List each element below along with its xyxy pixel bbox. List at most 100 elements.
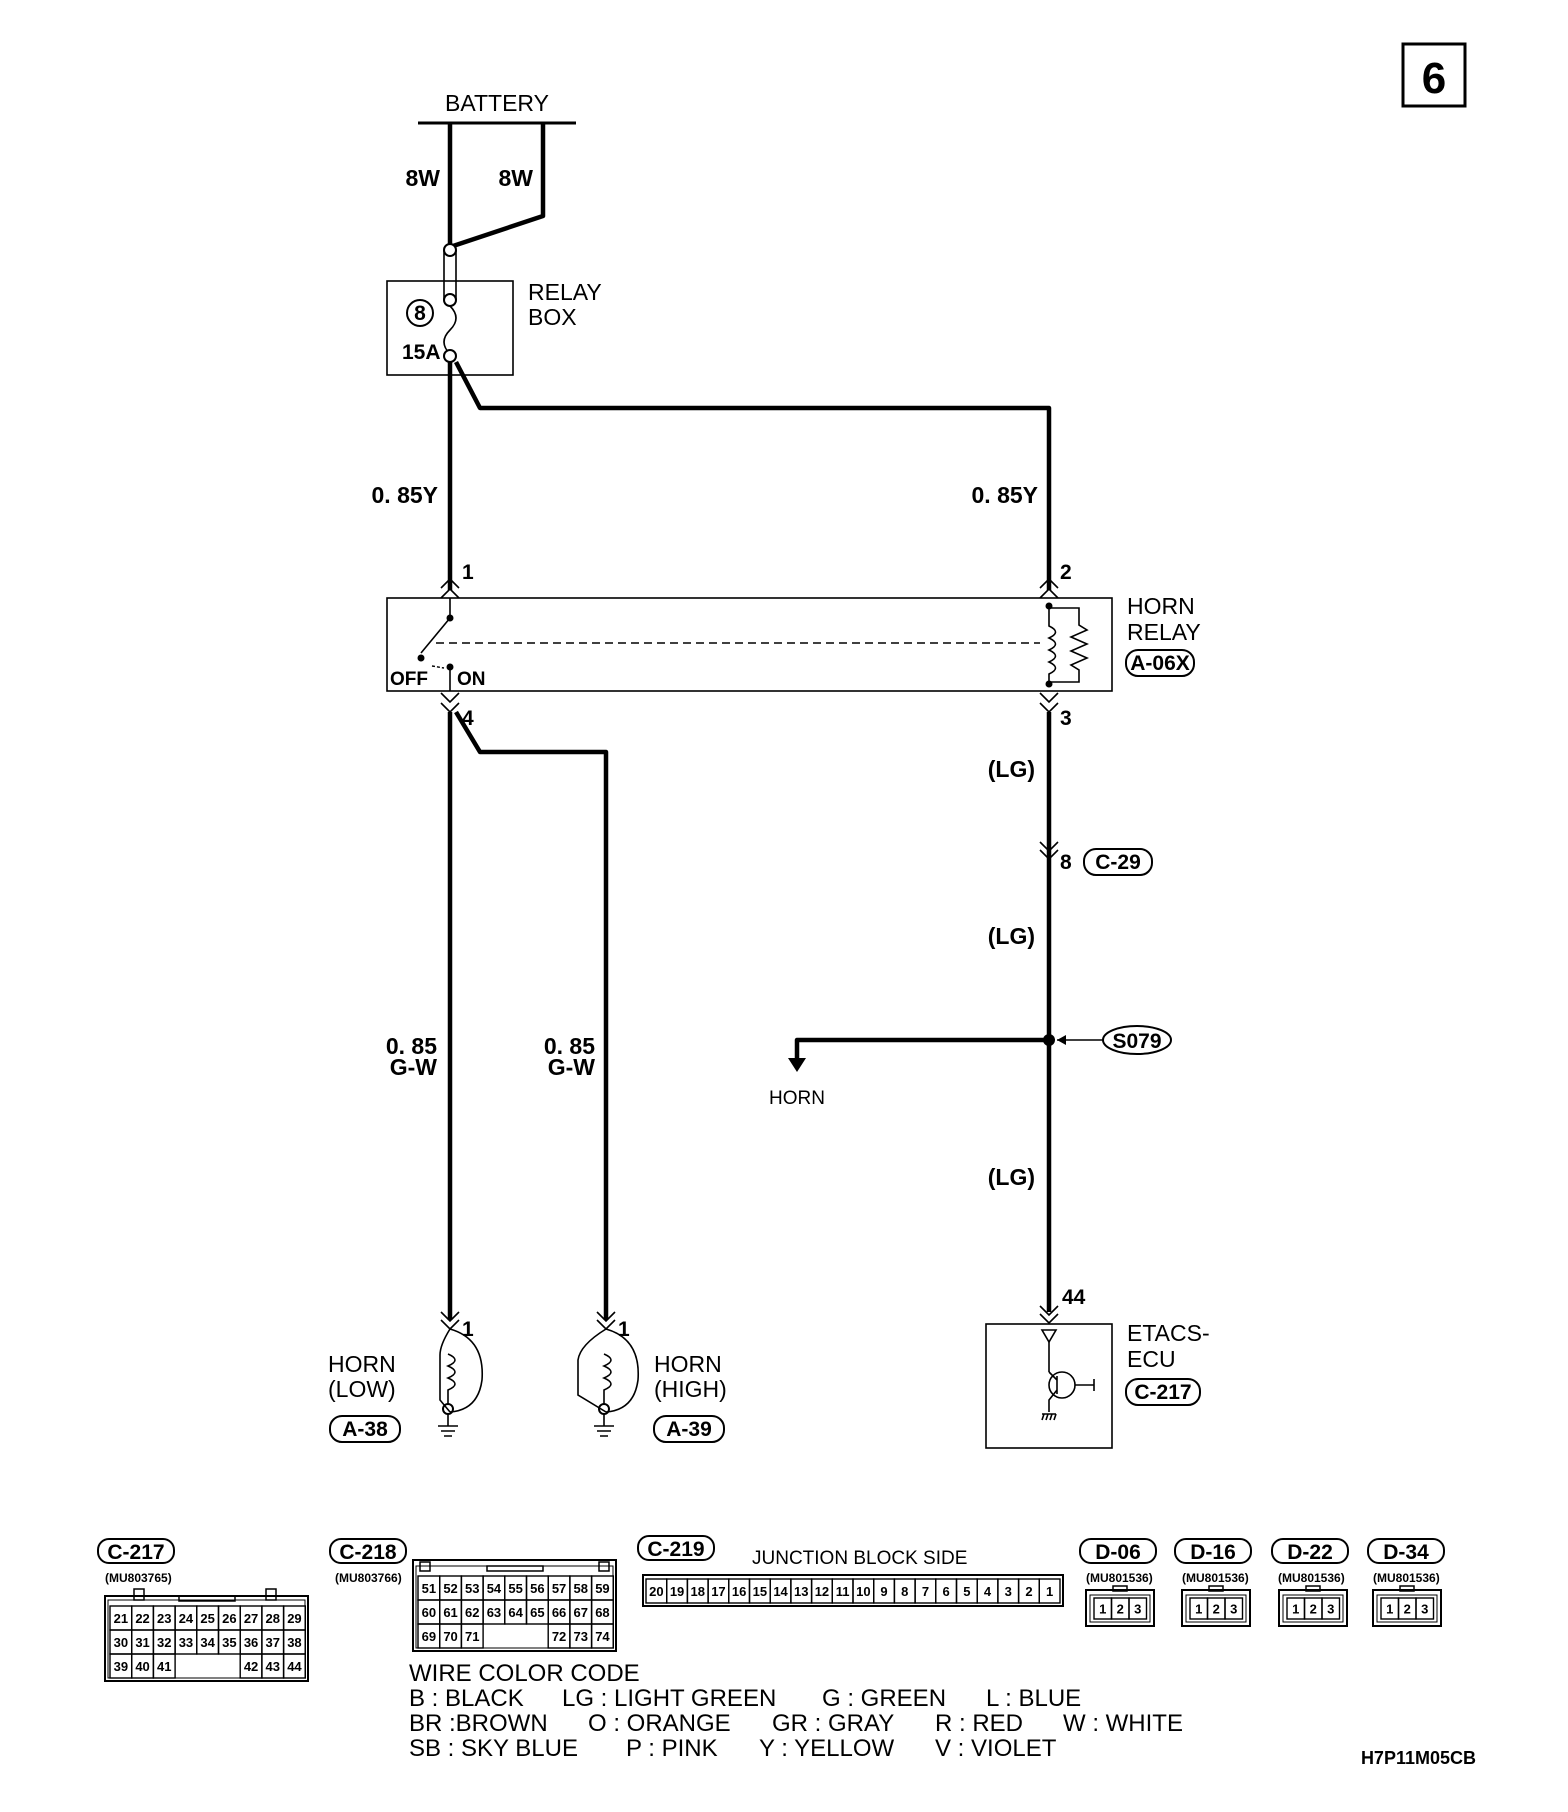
svg-text:58: 58 <box>574 1581 588 1596</box>
svg-text:60: 60 <box>422 1605 436 1620</box>
svg-text:1: 1 <box>1099 1602 1106 1617</box>
wire-8w-left-label: 8W <box>406 165 441 191</box>
svg-text:32: 32 <box>157 1635 171 1650</box>
horn-high-label-2: (HIGH) <box>654 1376 727 1402</box>
svg-text:15: 15 <box>753 1584 767 1599</box>
d22-cell-3: 3 <box>1321 1597 1341 1620</box>
page-number: 6 <box>1401 42 1467 108</box>
svg-text:26: 26 <box>222 1611 236 1626</box>
svg-text:20: 20 <box>649 1584 663 1599</box>
svg-text:11: 11 <box>836 1584 850 1599</box>
horn-relay-label-1: HORN <box>1127 593 1195 619</box>
d34-id: D-34 <box>1383 1541 1429 1564</box>
svg-text:70: 70 <box>443 1629 457 1644</box>
d16-id: D-16 <box>1190 1541 1236 1564</box>
svg-text:55: 55 <box>508 1581 522 1596</box>
fuse-number-circle <box>406 299 434 327</box>
svg-text:17: 17 <box>711 1584 725 1599</box>
relay-pin-1: 1 <box>462 561 474 584</box>
legend-g: G : GREEN <box>822 1685 946 1712</box>
d34-cell-3: 3 <box>1415 1597 1435 1620</box>
svg-text:72: 72 <box>552 1629 566 1644</box>
svg-text:65: 65 <box>530 1605 544 1620</box>
svg-text:36: 36 <box>244 1635 258 1650</box>
svg-text:5: 5 <box>963 1584 970 1599</box>
svg-text:18: 18 <box>691 1584 705 1599</box>
splice-label: S079 <box>1112 1030 1161 1053</box>
svg-text:16: 16 <box>732 1584 746 1599</box>
horn-high-label-1: HORN <box>654 1351 722 1377</box>
horn-low: 1 HORN (LOW) A-38 <box>328 1311 483 1443</box>
svg-text:74: 74 <box>595 1629 610 1644</box>
wire-color-legend: WIRE COLOR CODE B : BLACK LG : LIGHT GRE… <box>409 1660 1183 1762</box>
figure-code: H7P11M05CB <box>1361 1748 1476 1768</box>
svg-text:19: 19 <box>670 1584 684 1599</box>
wire-085-right-label: 0. 85 <box>544 1033 595 1059</box>
legend-gr: GR : GRAY <box>772 1710 894 1737</box>
svg-text:1: 1 <box>1292 1602 1299 1617</box>
wire-085y: 0. 85Y 0. 85Y <box>372 360 1052 590</box>
legend-y: Y : YELLOW <box>759 1735 895 1762</box>
svg-text:12: 12 <box>815 1584 829 1599</box>
c218-cell-71: 71 <box>460 1623 484 1649</box>
svg-text:40: 40 <box>135 1659 149 1674</box>
svg-text:39: 39 <box>114 1659 128 1674</box>
c218-part: (MU803766) <box>335 1571 402 1585</box>
svg-text:10: 10 <box>856 1584 870 1599</box>
svg-text:73: 73 <box>574 1629 588 1644</box>
svg-text:53: 53 <box>465 1581 479 1596</box>
svg-text:4: 4 <box>984 1584 992 1599</box>
d22-part: (MU801536) <box>1278 1571 1345 1585</box>
svg-text:69: 69 <box>422 1629 436 1644</box>
svg-text:52: 52 <box>443 1581 457 1596</box>
wire-lg: (LG) (LG) (LG) 8 C-29 S079 HORN 44 <box>769 712 1172 1325</box>
horn-high: 1 HORN (HIGH) A-39 <box>577 1311 727 1443</box>
svg-text:71: 71 <box>465 1629 479 1644</box>
svg-text:6: 6 <box>1422 54 1446 103</box>
svg-text:8: 8 <box>901 1584 908 1599</box>
svg-text:61: 61 <box>443 1605 457 1620</box>
svg-text:23: 23 <box>157 1611 171 1626</box>
svg-text:56: 56 <box>530 1581 544 1596</box>
svg-text:54: 54 <box>487 1581 502 1596</box>
relay-box-label-1: RELAY <box>528 279 602 305</box>
wire-8w-right-label: 8W <box>499 165 534 191</box>
svg-text:34: 34 <box>200 1635 215 1650</box>
horn-relay: OFF ON 1 2 4 3 HORN RELAY A-06X <box>386 561 1201 730</box>
horn-relay-connector: A-06X <box>1130 652 1190 675</box>
svg-text:31: 31 <box>135 1635 149 1650</box>
svg-text:1: 1 <box>1386 1602 1393 1617</box>
svg-text:3: 3 <box>1005 1584 1012 1599</box>
svg-text:21: 21 <box>114 1611 128 1626</box>
svg-text:2: 2 <box>1025 1584 1032 1599</box>
relay-pin-2: 2 <box>1060 561 1072 584</box>
svg-text:2: 2 <box>1310 1602 1317 1617</box>
svg-text:57: 57 <box>552 1581 566 1596</box>
svg-text:28: 28 <box>266 1611 280 1626</box>
legend-p: P : PINK <box>626 1735 718 1762</box>
relay-box: 8 15A RELAY BOX <box>386 243 602 376</box>
svg-text:6: 6 <box>943 1584 950 1599</box>
c29-connector: C-29 <box>1095 851 1141 874</box>
legend-title: WIRE COLOR CODE <box>409 1660 640 1687</box>
svg-text:35: 35 <box>222 1635 236 1650</box>
svg-text:33: 33 <box>179 1635 193 1650</box>
etacs-label-1: ETACS- <box>1127 1320 1210 1346</box>
svg-text:25: 25 <box>200 1611 214 1626</box>
legend-br: BR :BROWN <box>409 1710 548 1737</box>
d22-id: D-22 <box>1287 1541 1333 1564</box>
d06-part: (MU801536) <box>1086 1571 1153 1585</box>
battery-label: BATTERY <box>445 90 549 116</box>
svg-text:29: 29 <box>287 1611 301 1626</box>
svg-text:59: 59 <box>595 1581 609 1596</box>
svg-text:7: 7 <box>922 1584 929 1599</box>
horn-low-label-1: HORN <box>328 1351 396 1377</box>
svg-text:3: 3 <box>1421 1602 1428 1617</box>
wire-gw-left-label: G-W <box>390 1054 438 1080</box>
d16-cell-3: 3 <box>1224 1597 1244 1620</box>
c219-id: C-219 <box>647 1538 704 1561</box>
svg-text:42: 42 <box>244 1659 258 1674</box>
svg-text:27: 27 <box>244 1611 258 1626</box>
